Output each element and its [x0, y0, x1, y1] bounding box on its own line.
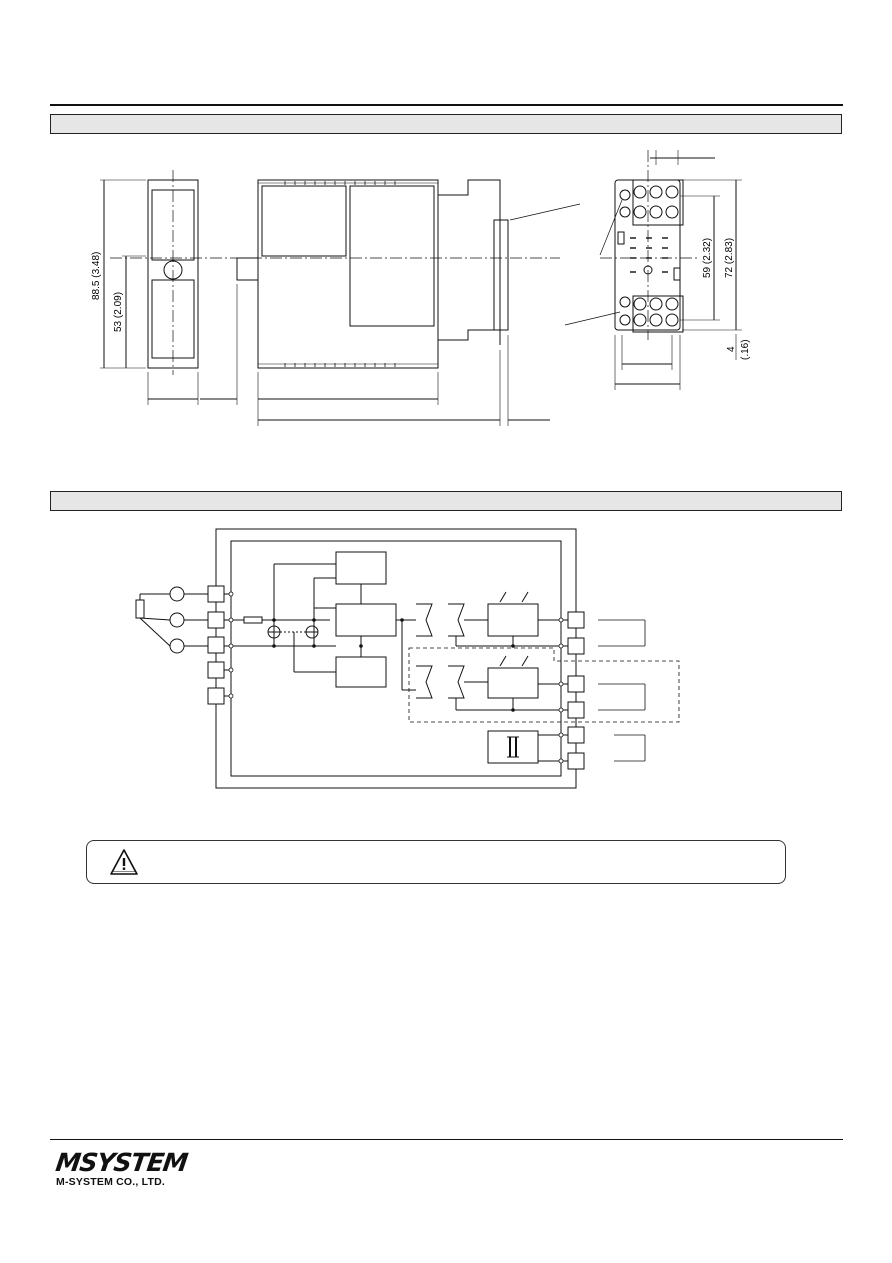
block-output-1	[487, 603, 539, 637]
terminal-4	[207, 661, 225, 679]
side-view-rail	[493, 219, 509, 331]
block-output-2	[487, 667, 539, 699]
dim-mounting-height: 53 (2.09)	[113, 292, 124, 332]
logo-mark: MSYSTEM	[53, 1148, 190, 1177]
terminal-5	[207, 687, 225, 705]
terminal-out-2	[567, 637, 585, 655]
terminal-out-4	[567, 701, 585, 719]
rtd-resistor	[135, 599, 145, 619]
block-diagram	[135, 528, 680, 789]
block-power	[335, 656, 387, 688]
dim-socket-inner: 59 (2.32)	[702, 238, 713, 278]
dim-overall-height: 88.5 (3.48)	[91, 252, 102, 300]
dim-socket-outer: 72 (2.83)	[724, 238, 735, 278]
section-bar-block-diagram	[50, 491, 842, 511]
terminal-2	[207, 611, 225, 629]
option-dashed-outline	[408, 647, 680, 723]
footer-rule	[50, 1139, 843, 1140]
terminal-3	[207, 636, 225, 654]
company-logo: MSYSTEM M-SYSTEM CO., LTD.	[53, 1148, 196, 1188]
enclosure-outer	[215, 528, 577, 789]
terminal-1	[207, 585, 225, 603]
terminal-out-3	[567, 675, 585, 693]
enclosure-inner	[230, 540, 562, 777]
dimensions-drawing: 88.5 (3.48) 53 (2.09) 59 (2.32) 72 (2.83…	[91, 150, 751, 426]
warning-triangle-icon	[110, 849, 138, 875]
side-view-label-left	[261, 185, 347, 257]
terminal-out-1	[567, 611, 585, 629]
terminal-pwr-2	[567, 752, 585, 770]
side-view-connector	[236, 257, 259, 281]
dim-socket-clearance: 4	[726, 346, 737, 352]
section-bar-dimensions	[50, 114, 842, 134]
caution-box	[86, 840, 786, 884]
header-rule	[50, 104, 843, 106]
company-name: M-SYSTEM CO., LTD.	[56, 1176, 165, 1188]
block-transformer	[487, 730, 539, 764]
dim-socket-clearance-in: (.16)	[740, 339, 751, 360]
side-view-label-right	[349, 185, 435, 327]
block-amplifier	[335, 603, 397, 637]
block-reference	[335, 551, 387, 585]
side-view-body	[257, 179, 439, 369]
terminal-pwr-1	[567, 726, 585, 744]
side-view-socket	[437, 179, 501, 341]
socket-body	[614, 179, 681, 331]
